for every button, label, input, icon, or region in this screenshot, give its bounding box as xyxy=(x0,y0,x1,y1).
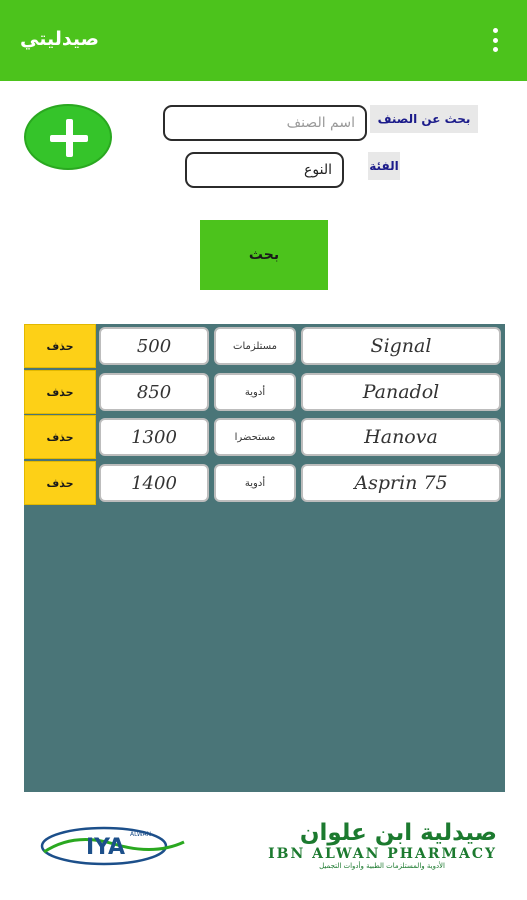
item-category: أدوية xyxy=(214,464,296,502)
item-name[interactable]: Signal xyxy=(301,327,501,365)
list-item: حذف 500 مستلزمات Signal xyxy=(24,324,505,368)
delete-button[interactable]: حذف xyxy=(24,370,96,414)
category-input[interactable] xyxy=(185,152,344,188)
item-name[interactable]: Hanova xyxy=(301,418,501,456)
list-item: حذف 850 أدوية Panadol xyxy=(24,370,505,414)
search-button[interactable]: بحث xyxy=(200,220,328,290)
delete-button[interactable]: حذف xyxy=(24,461,96,505)
list-item: حذف 1400 أدوية Asprin 75 xyxy=(24,461,505,505)
item-search-label: بحث عن الصنف xyxy=(370,105,478,133)
item-name[interactable]: Asprin 75 xyxy=(301,464,501,502)
delete-button[interactable]: حذف xyxy=(24,415,96,459)
item-price: 1400 xyxy=(99,464,209,502)
svg-text:ALWAN: ALWAN xyxy=(130,831,151,838)
list-item: حذف 1300 مستحضرا Hanova xyxy=(24,415,505,459)
pharmacy-english-name: IBN ALWAN PHARMACY xyxy=(268,846,497,862)
category-label: الفئة xyxy=(368,152,400,180)
item-name-input[interactable] xyxy=(163,105,367,141)
add-item-button[interactable] xyxy=(24,104,112,170)
app-bar: صيدليتي xyxy=(0,0,527,81)
app-title: صيدليتي xyxy=(20,28,99,50)
delete-button[interactable]: حذف xyxy=(24,324,96,368)
item-category: مستلزمات xyxy=(214,327,296,365)
pharmacy-subtitle: الأدوية والمستلزمات الطبية وأدوات التجمي… xyxy=(319,862,445,870)
item-price: 1300 xyxy=(99,418,209,456)
item-price: 500 xyxy=(99,327,209,365)
item-category: مستحضرا xyxy=(214,418,296,456)
item-category: أدوية xyxy=(214,373,296,411)
items-list: حذف 500 مستلزمات Signal حذف 850 أدوية Pa… xyxy=(24,324,505,792)
item-name[interactable]: Panadol xyxy=(301,373,501,411)
pharmacy-banner: IYA ALWAN صيدلية ابن علوان IBN ALWAN PHA… xyxy=(24,820,505,872)
item-price: 850 xyxy=(99,373,209,411)
more-vert-icon[interactable] xyxy=(486,24,504,56)
pharmacy-arabic-name: صيدلية ابن علوان xyxy=(299,820,497,846)
svg-text:IYA: IYA xyxy=(86,835,125,860)
pharmacy-logo-icon: IYA ALWAN xyxy=(40,826,185,866)
